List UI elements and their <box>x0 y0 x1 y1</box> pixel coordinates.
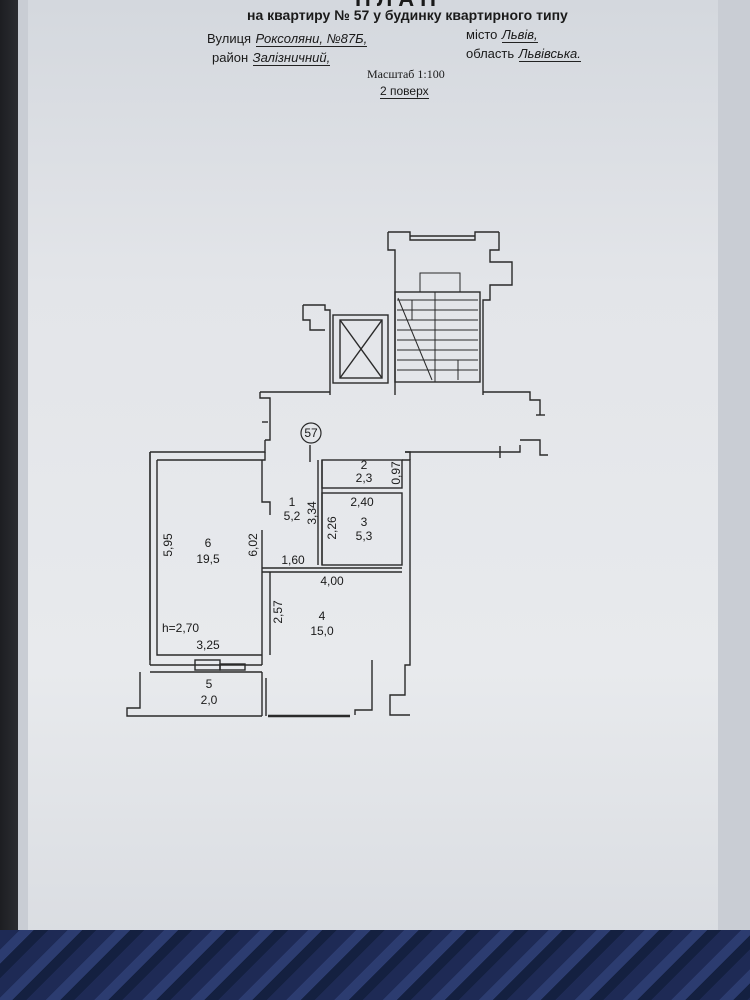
room-5-area: 2,0 <box>201 693 218 707</box>
city-value: Львів, <box>501 27 538 43</box>
apartment-prefix: на квартиру <box>247 7 331 23</box>
dim-room6-bottom: 3,25 <box>196 638 220 652</box>
street-label: Вулиця <box>207 31 252 46</box>
document-title: ПЛАН <box>355 0 442 12</box>
dim-room4-depth: 2,57 <box>271 600 285 624</box>
apartment-line: на квартиру № 57 у будинку квартирного т… <box>247 7 568 23</box>
street-value: Роксоляни, №87Б, <box>255 31 368 47</box>
dim-room3-depth: 2,26 <box>325 516 339 540</box>
apartment-number: № 57 у <box>334 7 381 23</box>
dim-room4-width: 4,00 <box>320 574 344 588</box>
district-value: Залізничний, <box>252 50 331 66</box>
dim-room2-side: 0,97 <box>389 461 403 485</box>
room-4-number: 4 <box>319 609 326 623</box>
dim-ceiling-height: h=2,70 <box>162 621 199 635</box>
tablecloth-background <box>0 930 750 1000</box>
room-5-number: 5 <box>206 677 213 691</box>
room-4-area: 15,0 <box>310 624 334 638</box>
scale-label: Масштаб 1:100 <box>367 67 445 81</box>
room-2-area: 2,3 <box>356 471 373 485</box>
city-label: місто <box>466 27 498 42</box>
room-1-number: 1 <box>289 495 296 509</box>
street-row: Вулиця Роксоляни, №87Б, <box>207 30 368 48</box>
district-label: район <box>212 50 249 65</box>
room-2-number: 2 <box>361 458 368 472</box>
dim-room6-height: 5,95 <box>161 533 175 557</box>
region-value: Львівська. <box>518 46 581 62</box>
dim-room3-width: 2,40 <box>350 495 374 509</box>
region-label: область <box>466 46 515 61</box>
floor-label: 2 поверх <box>380 84 429 99</box>
region-row: область Львівська. <box>466 45 581 63</box>
room-3-number: 3 <box>361 515 368 529</box>
city-row: місто Львів, <box>466 26 538 44</box>
room-6-number: 6 <box>205 536 212 550</box>
dim-room1-depth: 3,34 <box>305 501 319 525</box>
floor-plan-sheet <box>28 0 718 955</box>
room-3-area: 5,3 <box>356 529 373 543</box>
apartment-marker-circle <box>300 422 322 444</box>
room-1-area: 5,2 <box>284 509 301 523</box>
room-6-area: 19,5 <box>196 552 220 566</box>
district-row: район Залізничний, <box>212 49 331 67</box>
building-type: будинку квартирного типу <box>384 7 568 23</box>
dim-room1-width: 1,60 <box>281 553 305 567</box>
apartment-marker-text: 57 <box>304 426 318 440</box>
dim-room6-right: 6,02 <box>246 533 260 557</box>
